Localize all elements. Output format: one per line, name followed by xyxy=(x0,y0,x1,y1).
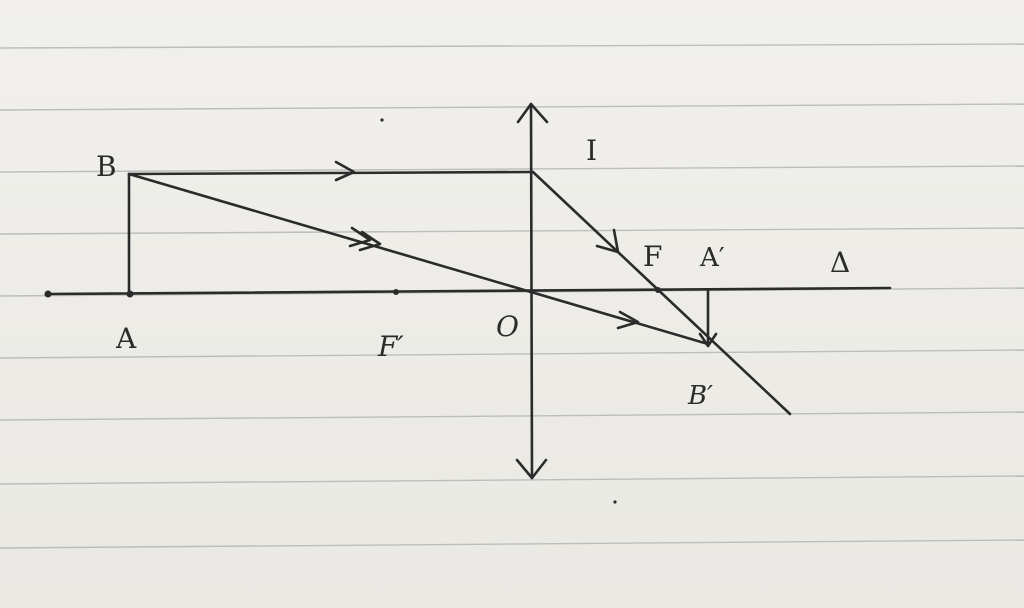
ray-refracted-through-f xyxy=(531,170,792,416)
ruled-line xyxy=(0,411,1024,421)
axis-start-dot xyxy=(44,290,52,298)
ruled-line xyxy=(0,539,1024,549)
ruled-lines xyxy=(0,43,1024,549)
ray-parallel xyxy=(127,170,533,176)
ruled-line xyxy=(0,227,1024,235)
ruled-line xyxy=(0,165,1024,173)
label-a: A xyxy=(115,322,137,355)
ray-center-arrow-1 xyxy=(348,226,372,248)
label-delta: Δ xyxy=(830,246,850,279)
label-a-prime: A′ xyxy=(699,243,725,273)
label-b-prime: B′ xyxy=(687,381,713,411)
ray-through-center xyxy=(127,172,710,346)
ruled-line xyxy=(0,43,1024,49)
ray-center-arrow-3 xyxy=(616,310,640,330)
ruled-line xyxy=(0,349,1024,359)
label-i: I xyxy=(586,134,597,167)
speck xyxy=(380,118,384,122)
ruled-line xyxy=(0,103,1024,111)
lens-top-arrow xyxy=(516,102,549,124)
speck xyxy=(613,500,617,504)
label-f: F xyxy=(643,240,662,273)
focal-point-f-prime-dot xyxy=(393,289,399,295)
ray-center-arrow-2 xyxy=(358,230,382,252)
label-f-prime: F′ xyxy=(377,330,404,363)
label-o: O xyxy=(496,310,519,343)
ray-parallel-arrow xyxy=(334,160,356,182)
ruled-line xyxy=(0,475,1024,485)
image-arrow xyxy=(698,332,718,348)
lens-bottom-arrow xyxy=(515,458,548,480)
optical-axis xyxy=(44,286,892,296)
ray-refracted-arrow xyxy=(595,228,620,254)
label-b: B xyxy=(96,150,117,183)
